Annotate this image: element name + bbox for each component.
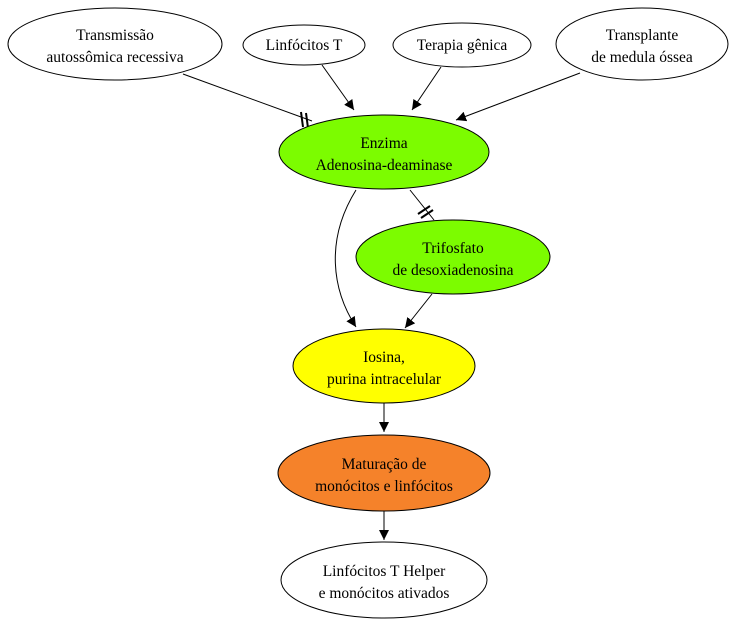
node-transmissao-line-2: autossômica recessiva: [46, 49, 183, 66]
node-terapia: Terapia gênica: [392, 22, 532, 68]
node-enzima: Enzima Adenosina-deaminase: [278, 114, 490, 190]
edge-transmissao-enzima: [182, 73, 313, 122]
edge-enzima-trifosfato: [409, 189, 435, 221]
node-helper-line-2: e monócitos ativados: [319, 585, 450, 602]
node-transmissao: Transmissão autossômica recessiva: [7, 7, 223, 81]
edge-linfocitos-t-enzima: [321, 64, 355, 111]
node-linfocitos-t-label: Linfócitos T: [266, 37, 343, 54]
node-trifosfato-line-1: Trifosfato: [422, 240, 484, 257]
node-transmissao-line-1: Transmissão: [76, 27, 154, 44]
edge-trifosfato-iosina: [404, 293, 433, 329]
edge-enzima-iosina: [334, 189, 357, 328]
node-enzima-line-1: Enzima: [360, 135, 407, 152]
edges: [182, 64, 581, 540]
edge-transplante-enzima: [455, 72, 581, 122]
node-transplante: Transplante de medula óssea: [555, 7, 729, 81]
node-helper: Linfócitos T Helper e monócitos ativados: [280, 541, 488, 619]
node-maturacao-line-2: monócitos e linfócitos: [315, 478, 453, 495]
node-helper-line-1: Linfócitos T Helper: [323, 563, 446, 580]
node-iosina-line-1: Iosina,: [363, 349, 405, 366]
node-maturacao: Maturação de monócitos e linfócitos: [277, 434, 491, 512]
edge-terapia-enzima: [411, 66, 442, 111]
node-transplante-line-2: de medula óssea: [591, 49, 693, 66]
node-trifosfato-line-2: de desoxiadenosina: [393, 262, 514, 279]
node-linfocitos-t: Linfócitos T: [242, 24, 366, 66]
inhibit-mark-enzima-trifosfato: [417, 205, 434, 219]
node-iosina-line-2: purina intracelular: [327, 371, 442, 388]
node-trifosfato: Trifosfato de desoxiadenosina: [355, 219, 551, 295]
node-iosina: Iosina, purina intracelular: [292, 328, 476, 404]
node-enzima-line-2: Adenosina-deaminase: [316, 157, 453, 174]
inhibit-mark-transmissao-enzima: [300, 111, 309, 129]
node-transplante-line-1: Transplante: [606, 27, 679, 44]
node-terapia-label: Terapia gênica: [417, 37, 508, 54]
node-maturacao-line-1: Maturação de: [342, 456, 427, 473]
